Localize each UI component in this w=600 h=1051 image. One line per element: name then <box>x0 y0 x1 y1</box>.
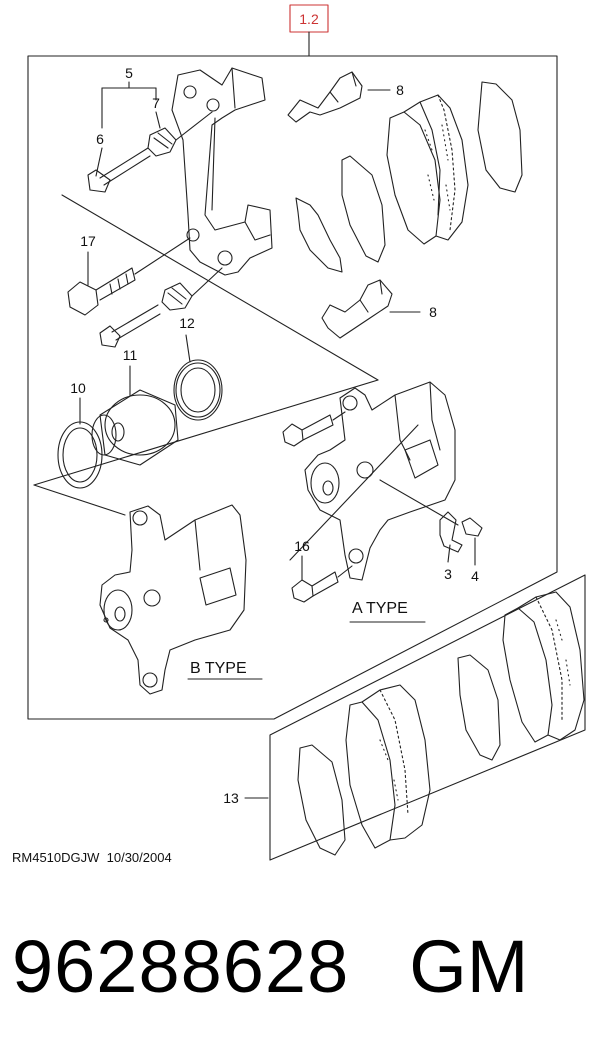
a-type-label: A TYPE <box>352 600 408 617</box>
caliper-a-lower-bolt <box>291 565 353 603</box>
callout-16: 16 <box>294 538 310 554</box>
callout-8-upper: 8 <box>396 82 404 98</box>
caliper-a-upper-bolt <box>282 411 346 447</box>
part-number-banner: 96288628 GM <box>12 922 592 1012</box>
assembly-frame <box>27 55 558 720</box>
guide-pin-lower <box>99 267 223 348</box>
bracket-bolt <box>67 237 191 316</box>
b-type-label: B TYPE <box>190 660 247 677</box>
piston <box>91 389 179 466</box>
caliper-a-type <box>304 381 456 581</box>
callout-7: 7 <box>152 95 160 111</box>
anti-rattle-clip-upper <box>287 71 363 123</box>
callout-5: 5 <box>125 65 133 81</box>
guide-pin-upper <box>87 111 213 193</box>
part-number: 96288628 <box>12 925 350 1008</box>
callout-3: 3 <box>444 566 452 582</box>
callout-13: 13 <box>223 790 239 806</box>
callout-8-lower: 8 <box>429 304 437 320</box>
drawing-reference: RM4510DGJW 10/30/2004 <box>12 850 172 865</box>
reference-badge[interactable] <box>289 4 329 33</box>
pad-shim-mid <box>341 155 386 263</box>
pad-outer <box>477 81 523 193</box>
reference-badge-label: 1.2 <box>299 11 319 27</box>
callout-11: 11 <box>123 347 138 363</box>
pad-shim-inner <box>295 197 343 273</box>
piston-boot <box>173 359 223 421</box>
bleeder-screw <box>379 479 483 553</box>
callout-17: 17 <box>80 233 96 249</box>
manufacturer: GM <box>409 925 529 1008</box>
caliper-bracket <box>171 67 273 276</box>
caliper-b-type <box>99 504 247 695</box>
callout-12: 12 <box>179 315 195 331</box>
callout-10: 10 <box>70 380 86 396</box>
piston-seal <box>57 421 103 489</box>
anti-rattle-clip-lower <box>321 279 393 339</box>
callout-4: 4 <box>471 568 479 584</box>
brake-pad-upper <box>386 94 469 245</box>
pad-set-frame <box>269 574 586 861</box>
brake-pad-set <box>297 591 585 856</box>
leader-lines <box>79 81 476 799</box>
callout-6: 6 <box>96 131 104 147</box>
